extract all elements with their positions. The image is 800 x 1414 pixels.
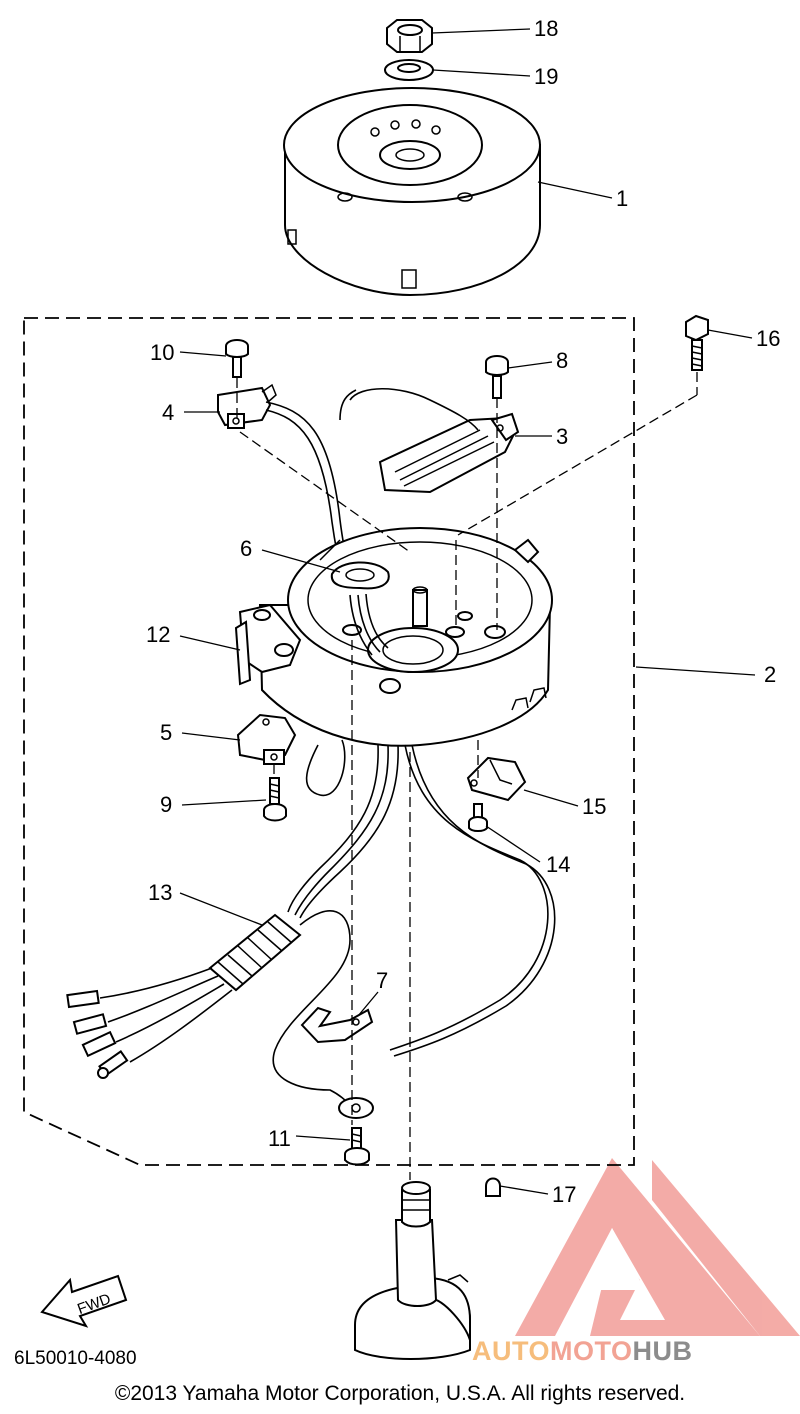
part-14-screw [468,803,488,832]
callout-5: 5 [160,720,172,745]
callout-17: 17 [552,1182,576,1207]
part-7-bracket [300,1006,374,1044]
fwd-arrow-icon: FWD [40,1274,128,1328]
part-18-nut [386,19,433,53]
part-8-screw [485,355,509,399]
part-6-grommet [330,561,390,590]
callout-15: 15 [582,794,606,819]
brand-hub: HUB [632,1336,693,1366]
callout-6: 6 [240,536,252,561]
part-16-bolt [685,314,709,371]
callout-8: 8 [556,348,568,373]
part-4-pulser-coil [217,383,277,429]
part-9-screw [263,777,287,822]
callout-1: 1 [616,186,628,211]
callout-16: 16 [756,326,780,351]
part-code: 6L50010-4080 [14,1348,137,1369]
callout-12: 12 [146,622,170,647]
callout-3: 3 [556,424,568,449]
watermark-brand: AUTOMOTOHUB [472,1336,693,1367]
callout-numbers: 18 19 1 10 8 16 4 3 6 12 2 5 9 15 14 13 … [146,16,780,1207]
callout-13: 13 [148,880,172,905]
leader-lines [179,28,756,1195]
watermark-logo [515,1158,800,1336]
crankshaft [354,1181,471,1360]
part-1-flywheel [283,87,541,297]
callout-18: 18 [534,16,558,41]
alignment-lines [236,372,698,1180]
connector-4 [97,1050,129,1079]
callout-11: 11 [268,1126,291,1151]
callout-7: 7 [376,968,388,993]
part-17-key [485,1177,501,1197]
callout-14: 14 [546,852,570,877]
ground-terminal [338,1097,374,1119]
callout-4: 4 [162,400,174,425]
part-10-screw [225,339,249,378]
part-5-clamp [236,713,297,765]
callout-2: 2 [764,662,776,687]
part-13-wire-harness [66,739,556,1119]
part-19-washer [384,59,434,81]
brand-auto: AUTO [472,1336,551,1366]
callout-9: 9 [160,792,172,817]
part-2-stator-base [234,527,553,747]
connector-2 [72,1013,108,1035]
connector-3 [81,1030,117,1058]
copyright-notice: ©2013 Yamaha Motor Corporation, U.S.A. A… [114,1382,686,1405]
callout-19: 19 [534,64,558,89]
part-15-clip [466,756,527,802]
callout-10: 10 [150,340,174,365]
brand-moto: MOTO [550,1336,633,1366]
connector-1 [66,989,100,1009]
assembly-boundary [23,317,635,1166]
part-11-screw [344,1127,370,1166]
part-3-charge-coil [378,412,520,494]
